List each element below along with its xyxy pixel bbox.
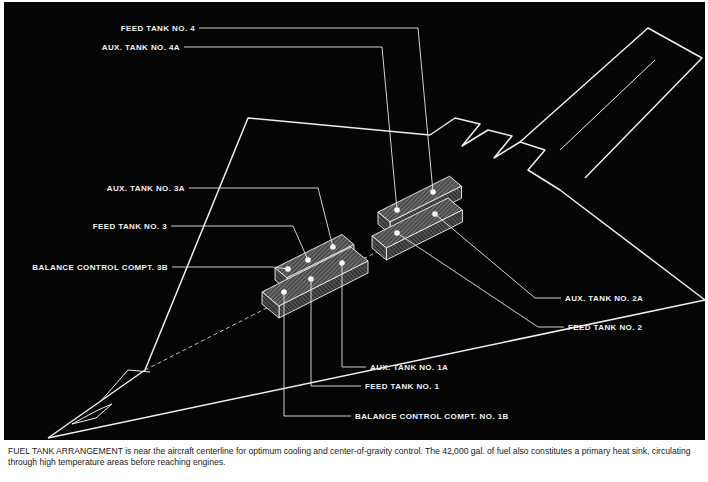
leader-line	[184, 47, 397, 210]
tank-end	[372, 236, 386, 260]
leader-line	[435, 214, 561, 298]
tank-side	[279, 261, 368, 318]
callout-label: FEED TANK NO. 1	[365, 382, 439, 391]
leader-line	[189, 188, 333, 247]
leader-line	[284, 292, 351, 416]
leader-line	[199, 28, 433, 192]
fuel-tanks	[262, 176, 462, 318]
callout-label: AUX. TANK NO. 4A	[102, 43, 180, 52]
tank-side	[386, 210, 462, 260]
callout-label: AUX. TANK NO. 2A	[565, 294, 643, 303]
tank-end	[262, 292, 279, 318]
fin-inner-line	[560, 60, 655, 150]
callout-label: FEED TANK NO. 3	[93, 222, 167, 231]
leader-line	[397, 233, 564, 327]
canard	[100, 370, 150, 402]
vertical-fin	[520, 28, 702, 178]
black-panel	[4, 2, 705, 440]
leader-line	[172, 267, 288, 269]
engine-nozzles-trailing-edge	[430, 118, 705, 300]
cockpit-canopy	[72, 404, 112, 424]
leader-line	[171, 226, 308, 260]
leader-line	[311, 279, 361, 386]
leader-line	[342, 263, 366, 367]
figure-caption: FUEL TANK ARRANGEMENT is near the aircra…	[8, 446, 700, 468]
callout-label: AUX. TANK NO. 1A	[370, 363, 448, 372]
callout-label: BALANCE CONTROL COMPT. 3B	[32, 263, 168, 272]
aircraft-outline	[48, 28, 705, 438]
tank-dots	[281, 189, 438, 295]
callout-label: BALANCE CONTROL COMPT. NO. 1B	[355, 412, 509, 421]
callout-label: FEED TANK NO. 2	[568, 323, 642, 332]
fuselage-centerline	[145, 230, 420, 370]
callout-label: FEED TANK NO. 4	[121, 24, 195, 33]
callout-label: AUX. TANK NO. 3A	[107, 184, 185, 193]
